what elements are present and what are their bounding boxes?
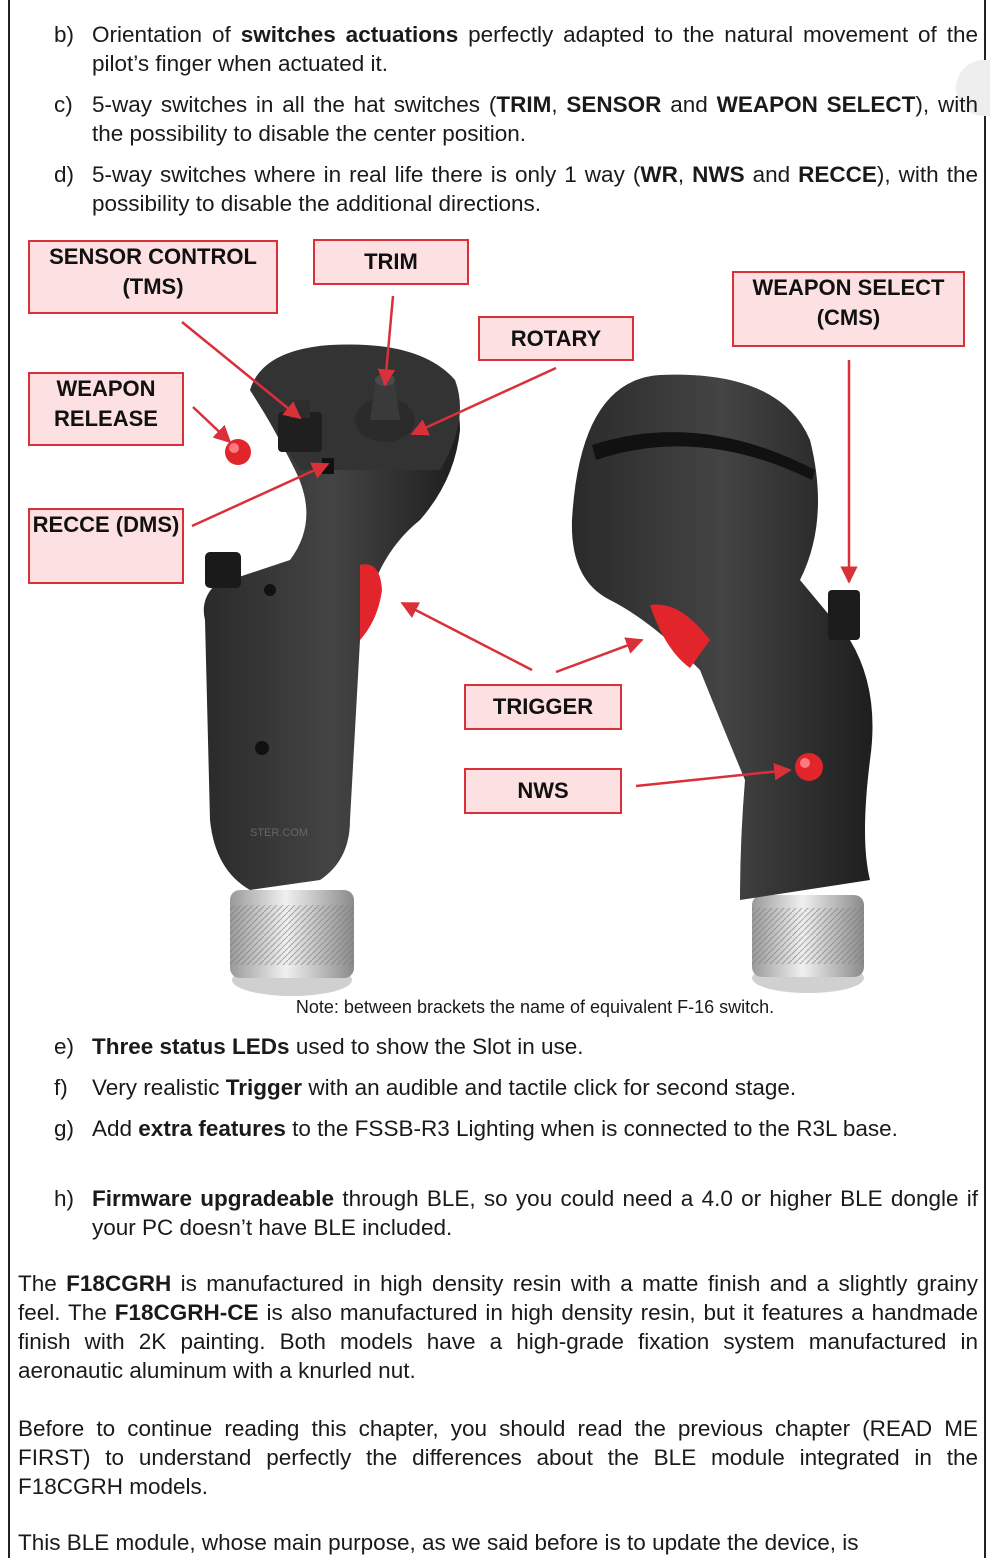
right-grip [571,374,873,993]
paragraph-materials: The F18CGRH is manufactured in high dens… [18,1271,979,1383]
label-weapon-select: WEAPON SELECT (CMS) [732,271,965,347]
list-marker: d) [54,162,75,187]
page-border-left [8,0,10,1558]
list-marker: e) [54,1034,75,1059]
list-marker: h) [54,1186,75,1211]
paragraph-read-first: Before to continue reading this chapter,… [18,1416,978,1499]
watermark-text: STER.COM [250,827,308,839]
callout-arrows [181,295,858,788]
paragraph-ble-module: This BLE module, whose main purpose, as … [18,1530,859,1555]
left-grip: STER.COM [203,344,460,996]
list-marker: f) [54,1075,68,1100]
list-text: Add extra features to the FSSB-R3 Lighti… [92,1116,898,1141]
label-trim: TRIM [313,239,469,285]
label-weapon-release: WEAPON RELEASE [28,372,184,446]
label-sensor-control: SENSOR CONTROL (TMS) [28,240,278,314]
label-trigger: TRIGGER [464,684,622,730]
list-marker: b) [54,22,75,47]
list-text: 5-way switches where in real life there … [92,162,978,216]
list-text: Firmware upgradeable through BLE, so you… [92,1186,978,1240]
label-nws: NWS [464,768,622,814]
list-text: Orientation of switches actuations perfe… [92,22,978,76]
list-text: 5-way switches in all the hat switches (… [92,92,978,146]
page-border-right [984,0,986,1558]
figure-note: Note: between brackets the name of equiv… [295,997,775,1017]
list-text: Three status LEDs used to show the Slot … [92,1034,584,1059]
list-marker: g) [54,1116,75,1141]
label-recce: RECCE (DMS) [28,508,184,584]
joystick-illustration: STER.COM [181,295,873,996]
list-text: Very realistic Trigger with an audible a… [92,1075,797,1100]
label-rotary: ROTARY [478,316,634,361]
list-marker: c) [54,92,73,117]
